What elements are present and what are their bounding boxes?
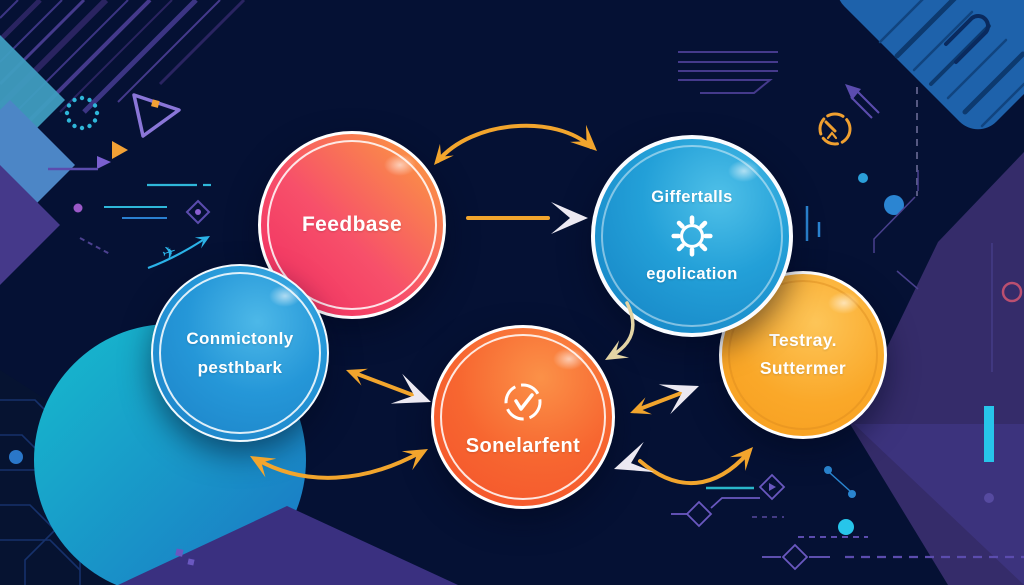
bottom-purple-polygon [118, 506, 458, 585]
node-sonelarfent: Sonelarfent [431, 325, 615, 509]
node-label-line2: egolication [646, 265, 738, 283]
pink-circle-outline [1001, 281, 1023, 303]
node-conmictonly: Conmictonly pesthbark [151, 264, 329, 442]
orange-triangle [112, 141, 128, 159]
corner-stripes [0, 0, 246, 130]
node-label-line1: Conmictonly [186, 328, 294, 348]
right-circuit-lines [873, 170, 919, 290]
gloss-highlight [553, 347, 586, 370]
purple-triangle [97, 156, 111, 169]
triangle-outline-icon [132, 93, 181, 138]
line-community-central [350, 370, 420, 399]
arc-feedbase-process [436, 123, 593, 163]
bottom-right-circuit [671, 466, 1024, 571]
decor-lines-left [48, 167, 211, 255]
gloss-highlight [383, 154, 416, 177]
check-badge-icon [504, 383, 542, 420]
left-diamonds [0, 35, 75, 285]
node-label: Feedbase [301, 212, 403, 236]
node-label-line2: Suttermer [759, 358, 847, 378]
plane-icon: ✈ [147, 230, 214, 270]
dotted-circle-icon [64, 95, 100, 131]
decor-lines-top [678, 51, 778, 94]
gear-icon [671, 215, 713, 257]
node-label: Sonelarfent [465, 434, 581, 457]
svg-text:✈: ✈ [160, 242, 179, 264]
blue-dot [9, 450, 23, 464]
arc-community-central [254, 450, 423, 480]
node-label-line2: pesthbark [197, 358, 283, 377]
gloss-highlight [827, 291, 860, 314]
paperclip-icon [944, 14, 990, 64]
cyan-bar [984, 406, 994, 462]
node-label-line1: Giffertalls [651, 188, 733, 207]
node-giffertalls: Giffertalls egolication [591, 135, 793, 337]
node-label-line1: Testray. [769, 330, 837, 351]
blue-dots [805, 173, 904, 241]
line-central-testing [635, 390, 686, 412]
corner-diamond [836, 0, 1024, 130]
gloss-highlight [727, 160, 760, 183]
arc-central-testing [638, 451, 750, 485]
gloss-highlight [268, 285, 301, 308]
gauge-icon [818, 112, 852, 146]
purple-arrow-icon [845, 84, 880, 119]
